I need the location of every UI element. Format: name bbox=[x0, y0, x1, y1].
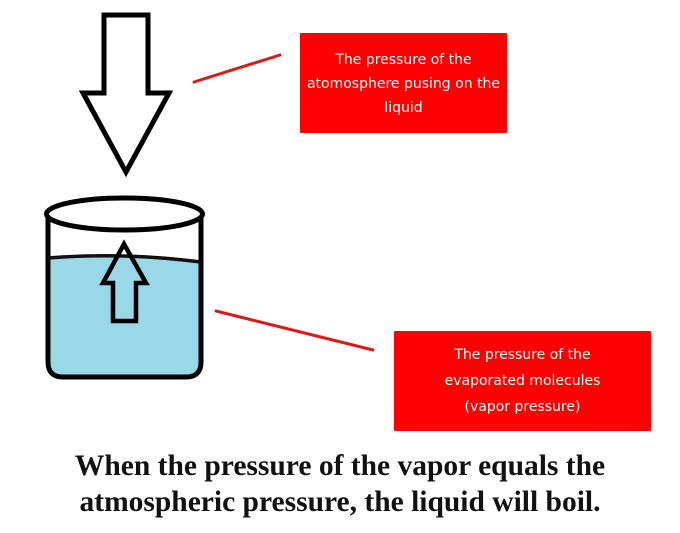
beaker-icon bbox=[44, 195, 205, 380]
label-line: evaporated molecules bbox=[444, 373, 601, 389]
beaker-rim bbox=[44, 195, 205, 233]
liquid-surface bbox=[47, 254, 202, 264]
label-line: atomosphere pusing on the bbox=[306, 76, 501, 92]
caption-line: atmospheric pressure, the liquid will bo… bbox=[79, 486, 601, 518]
label-line: The pressure of the bbox=[335, 52, 472, 68]
connector-line-vapor bbox=[214, 309, 375, 352]
caption-line: When the pressure of the vapor equals th… bbox=[74, 450, 606, 482]
label-line: (vapor pressure) bbox=[464, 399, 581, 415]
down-arrow-icon bbox=[78, 12, 174, 178]
label-line: The pressure of the bbox=[454, 347, 591, 363]
connector-line-atmospheric bbox=[192, 53, 282, 84]
liquid bbox=[48, 255, 201, 377]
up-arrow-icon bbox=[99, 239, 150, 324]
atmospheric-pressure-label: The pressure of the atomosphere pusing o… bbox=[300, 33, 507, 133]
label-line: liquid bbox=[384, 100, 423, 116]
beaker-wall bbox=[45, 214, 204, 380]
vapor-pressure-label: The pressure of the evaporated molecules… bbox=[394, 331, 651, 431]
caption: When the pressure of the vapor equals th… bbox=[0, 448, 680, 520]
